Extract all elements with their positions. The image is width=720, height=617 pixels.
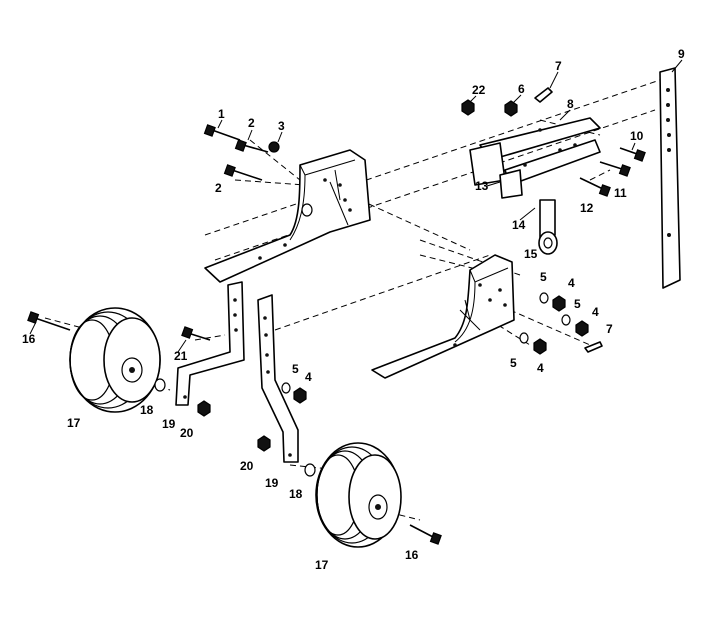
callout-5-b: 5 <box>574 297 581 311</box>
callout-4-d: 4 <box>305 370 312 384</box>
callout-leaders <box>29 59 683 353</box>
callout-18-right: 18 <box>289 487 303 501</box>
callout-16-left: 16 <box>22 332 36 346</box>
callout-17-left: 17 <box>67 416 81 430</box>
callout-7-bottom: 7 <box>606 322 613 336</box>
callout-18-left: 18 <box>140 403 154 417</box>
callout-labels: 1 2 2 3 4 4 4 4 5 5 5 5 6 7 7 8 9 10 11 … <box>22 47 685 572</box>
callout-19-right: 19 <box>265 476 279 490</box>
callout-14: 14 <box>512 218 526 232</box>
callout-1: 1 <box>218 107 225 121</box>
nuts-and-washers <box>154 87 603 477</box>
callout-10: 10 <box>630 129 644 143</box>
callout-4-a: 4 <box>568 276 575 290</box>
callout-5-d: 5 <box>292 362 299 376</box>
callout-13: 13 <box>475 179 489 193</box>
wheel-right <box>315 442 402 548</box>
callout-12: 12 <box>580 201 594 215</box>
callout-19-left: 19 <box>162 417 176 431</box>
callout-3: 3 <box>278 119 285 133</box>
callout-16-right: 16 <box>405 548 419 562</box>
wheel-left <box>69 307 161 413</box>
callout-21: 21 <box>174 349 188 363</box>
callout-2-bottom: 2 <box>215 181 222 195</box>
callout-7-top: 7 <box>555 59 562 73</box>
callout-20-left: 20 <box>180 426 194 440</box>
depth-bar <box>659 67 681 289</box>
callout-4-b: 4 <box>592 305 599 319</box>
callout-17-right: 17 <box>315 558 329 572</box>
callout-2-top: 2 <box>248 116 255 130</box>
left-frame-bracket <box>204 149 371 283</box>
callout-5-a: 5 <box>540 270 547 284</box>
callout-9: 9 <box>678 47 685 61</box>
callout-11: 11 <box>614 186 627 200</box>
wheel-bracket-left <box>175 281 245 406</box>
callout-22: 22 <box>472 83 486 97</box>
callout-15: 15 <box>524 247 538 261</box>
callout-8: 8 <box>567 97 574 111</box>
wheel-bracket-right <box>257 294 299 463</box>
right-frame-bracket <box>371 254 515 379</box>
callout-4-c: 4 <box>537 361 544 375</box>
callout-5-c: 5 <box>510 356 517 370</box>
callout-20-right: 20 <box>240 459 254 473</box>
clevis-pin <box>538 199 558 255</box>
bolts <box>27 124 646 545</box>
hitch-plate-assembly <box>469 117 601 199</box>
callout-6: 6 <box>518 82 525 96</box>
